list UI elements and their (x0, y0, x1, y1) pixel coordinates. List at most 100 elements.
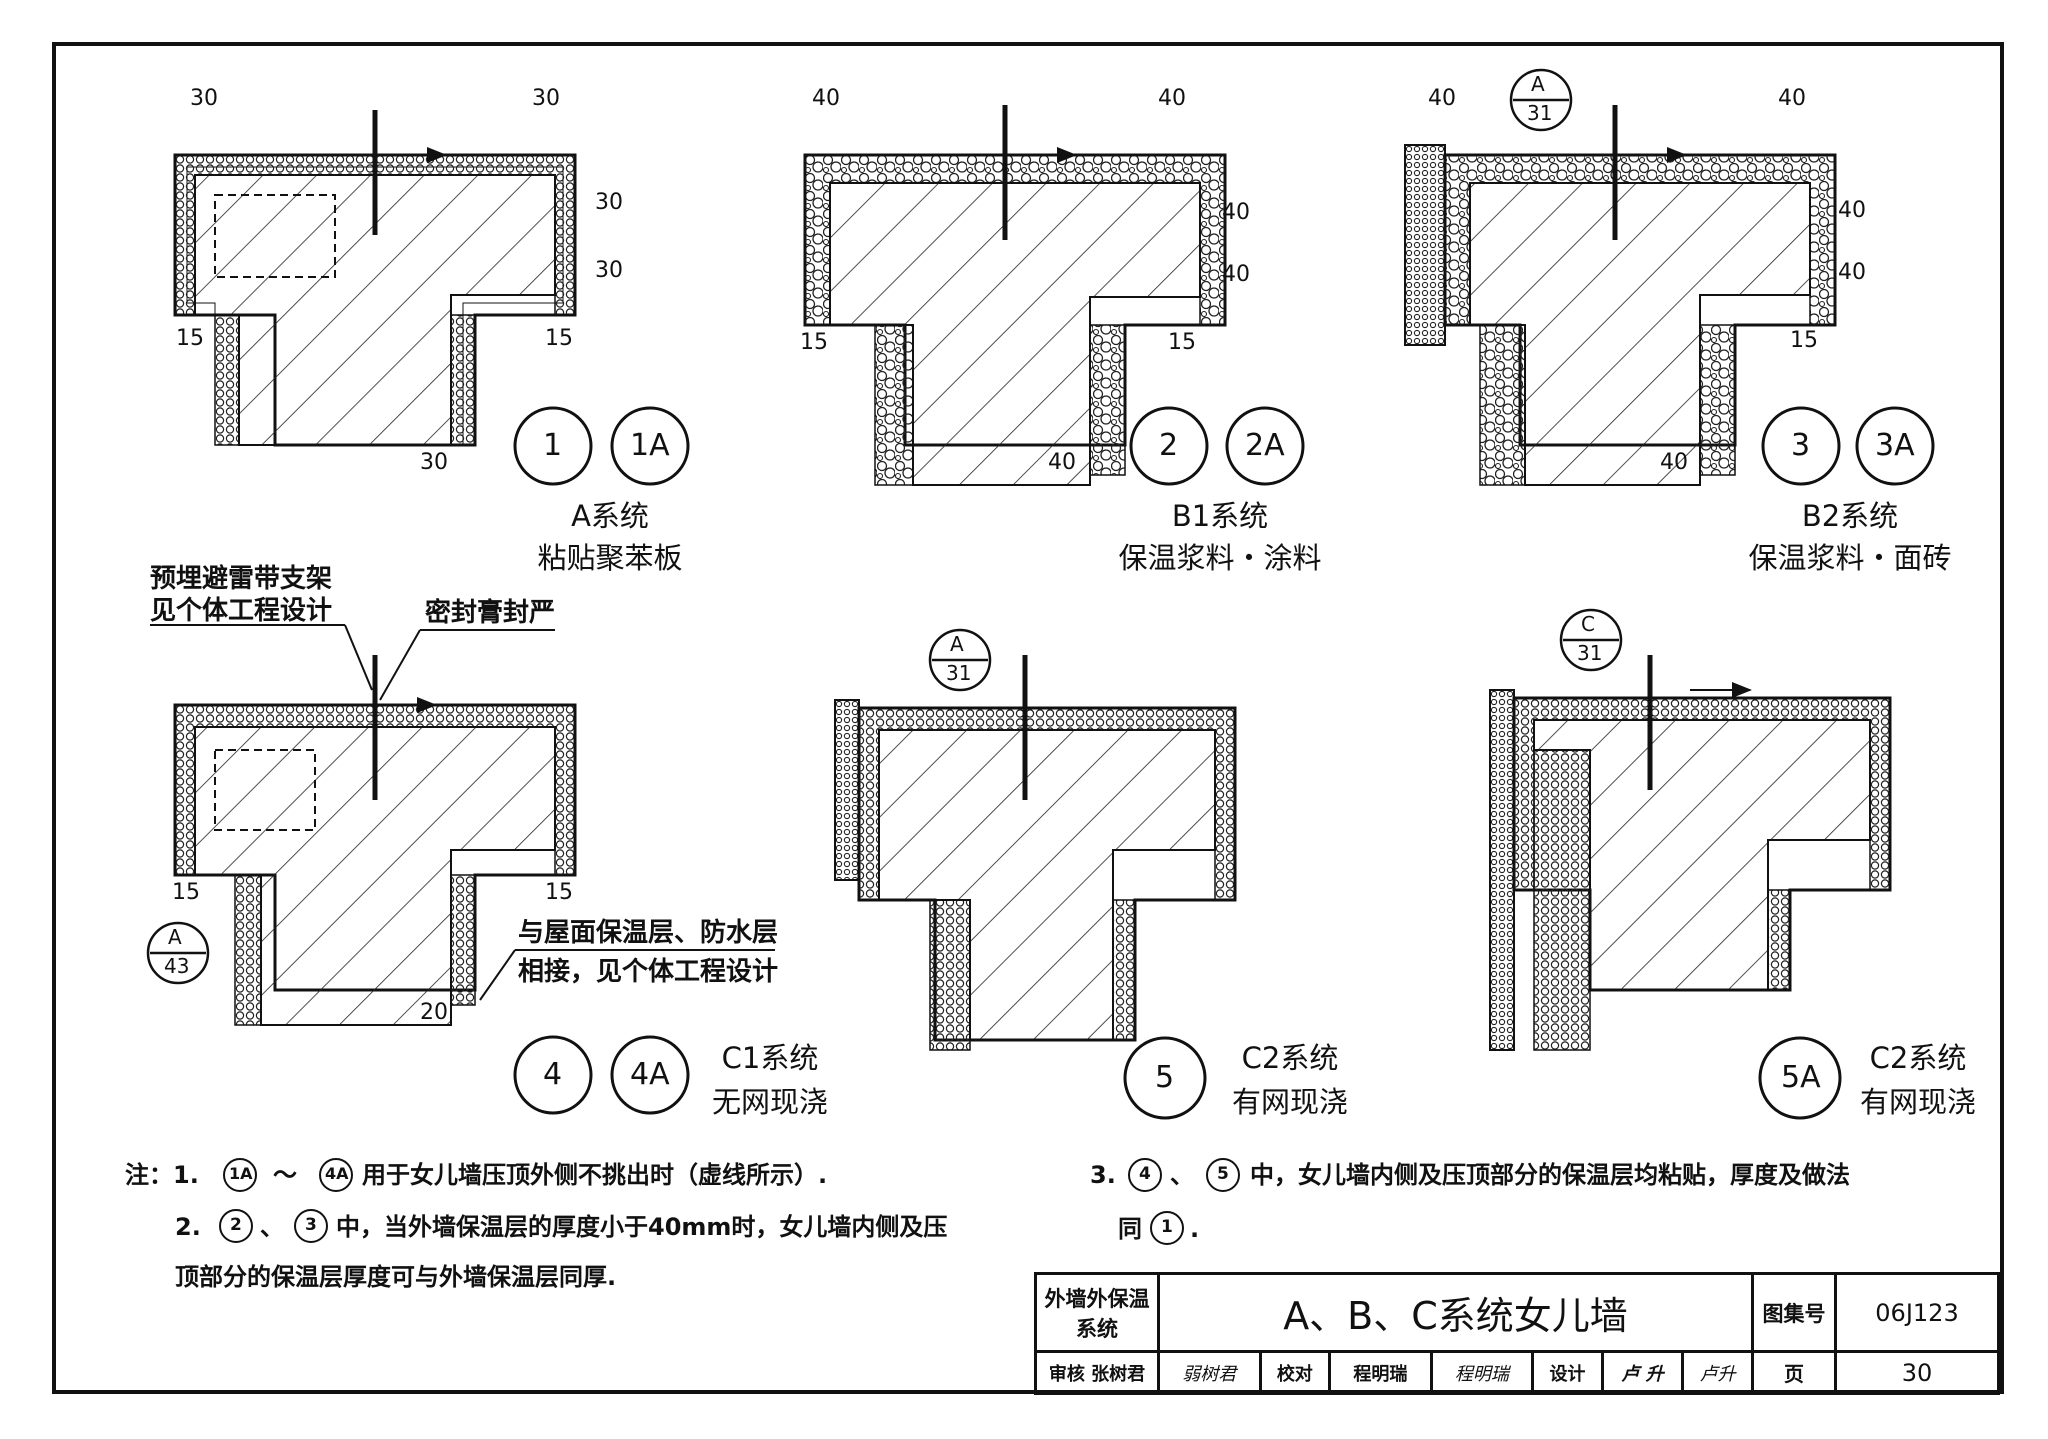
detail-description: 粘贴聚苯板 (537, 541, 683, 575)
dim-label: 40 (1838, 198, 1866, 223)
note-3-prefix: 3. (1090, 1161, 1116, 1189)
detail-number: 4 (543, 1057, 563, 1092)
note-ref-circles (219, 1158, 1240, 1245)
dim-label: 40 (1778, 86, 1806, 111)
detail-number: 1A (630, 428, 670, 463)
callout-roof-line-2: 相接，见个体工程设计 (518, 957, 779, 987)
detail-5-section (834, 655, 1237, 1051)
detail-system: B2系统 (1801, 499, 1899, 533)
detail-2-section (803, 105, 1227, 486)
reviewer-name: 张树君 (1091, 1363, 1146, 1385)
design-label: 设计 (1531, 1350, 1604, 1395)
dim-label: 15 (172, 880, 200, 905)
category-cell: 外墙外保温 系统 (1034, 1272, 1160, 1353)
review-label: 审核 (1048, 1363, 1085, 1385)
sheet-title: A、B、C系统女儿墙 (1157, 1272, 1754, 1353)
callout-sealant: 密封膏封严 (425, 598, 556, 628)
dim-label: 40 (1660, 450, 1688, 475)
callout-roof-line-1: 与屋面保温层、防水层 (518, 918, 779, 948)
note-2-prefix: 2. (175, 1213, 201, 1241)
detail-system: B1系统 (1171, 499, 1269, 533)
detail-number: 5A (1781, 1060, 1821, 1095)
drawing-frame (52, 42, 2004, 1394)
detail-number: 1 (543, 428, 563, 463)
detail-description: 有网现浇 (1859, 1085, 1976, 1119)
detail-system: A系统 (571, 499, 649, 533)
title-block: 外墙外保温 系统 A、B、C系统女儿墙 图集号 06J123 审核 张树君 弱树… (1034, 1272, 2000, 1395)
note-1-text: 用于女儿墙压顶外侧不挑出时（虚线所示）. (362, 1161, 828, 1189)
dim-label: 15 (1168, 330, 1196, 355)
dim-label: 40 (1048, 450, 1076, 475)
detail-system: C2系统 (1241, 1041, 1339, 1075)
ref-bottom: 43 (164, 954, 190, 978)
dim-label: 15 (1790, 328, 1818, 353)
note-2-cont: 顶部分的保温层厚度可与外墙保温层同厚. (175, 1263, 617, 1291)
detail-number: 4A (630, 1057, 670, 1092)
dim-label: 15 (176, 326, 204, 351)
note-sep: 、 (260, 1213, 284, 1241)
detail-number: 3A (1875, 428, 1915, 463)
detail-number: 2A (1245, 428, 1285, 463)
category-line-1: 外墙外保温 (1044, 1286, 1150, 1311)
detail-description: 保温浆料・涂料 (1118, 541, 1322, 575)
ref-bottom: 31 (1577, 641, 1603, 665)
review-cell: 审核 张树君 (1034, 1350, 1160, 1395)
checker-name: 程明瑞 (1328, 1350, 1433, 1395)
dim-label: 40 (1838, 260, 1866, 285)
dim-label: 30 (595, 258, 623, 283)
note-1-prefix: 注：1. (125, 1161, 199, 1189)
detail-description: 无网现浇 (711, 1085, 828, 1119)
ref-top: C (1581, 612, 1595, 636)
page-number: 30 (1834, 1350, 2000, 1395)
dim-label: 30 (595, 190, 623, 215)
page-label: 页 (1751, 1350, 1837, 1395)
designer-name: 卢 升 (1600, 1350, 1685, 1395)
detail-number: 3 (1791, 428, 1811, 463)
note-3-text: 中，女儿墙内侧及压顶部分的保温层均粘贴，厚度及做法 (1250, 1161, 1850, 1189)
ref-top: A (950, 632, 964, 656)
dim-label: 40 (1222, 200, 1250, 225)
detail-number: 5 (1155, 1060, 1175, 1095)
note-ref: 3 (305, 1215, 317, 1235)
note-2-text: 中，当外墙保温层的厚度小于40mm时，女儿墙内侧及压 (336, 1213, 948, 1241)
note-3-cont-pre: 同 (1118, 1215, 1142, 1243)
detail-system: C2系统 (1869, 1041, 1967, 1075)
category-line-2: 系统 (1076, 1316, 1118, 1341)
note-ref: 2 (230, 1215, 242, 1235)
detail-4-section (173, 655, 577, 1026)
dim-label: 40 (1222, 262, 1250, 287)
dim-label: 30 (532, 86, 560, 111)
callout-support-line-1: 预埋避雷带支架 (150, 564, 333, 594)
atlas-label: 图集号 (1751, 1272, 1837, 1353)
detail-1-section (173, 110, 577, 447)
dim-label: 15 (545, 326, 573, 351)
dim-label: 15 (545, 880, 573, 905)
note-ref: 5 (1217, 1164, 1229, 1184)
dim-label: 30 (420, 450, 448, 475)
note-ref: 4A (325, 1164, 349, 1183)
detail-5a-section (1489, 655, 1892, 1051)
reference-circles (146, 68, 1623, 985)
note-ref: 1A (229, 1164, 253, 1183)
detail-3-section (1404, 105, 1837, 486)
dim-label: 30 (190, 86, 218, 111)
dim-label: 40 (1158, 86, 1186, 111)
note-tilde: ～ (273, 1161, 297, 1189)
detail-system: C1系统 (721, 1041, 819, 1075)
dim-label: 40 (812, 86, 840, 111)
dim-label: 20 (420, 1000, 448, 1025)
dim-label: 15 (800, 330, 828, 355)
detail-description: 有网现浇 (1231, 1085, 1348, 1119)
ref-bottom: 31 (1527, 101, 1553, 125)
note-sep: 、 (1170, 1161, 1194, 1189)
detail-description: 保温浆料・面砖 (1748, 541, 1952, 575)
detail-number: 2 (1159, 428, 1179, 463)
atlas-number: 06J123 (1834, 1272, 2000, 1353)
checker-signature: 程明瑞 (1429, 1350, 1535, 1395)
callout-leaders (150, 624, 775, 1001)
reviewer-signature: 弱树君 (1157, 1350, 1262, 1395)
designer-signature: 卢升 (1681, 1350, 1754, 1395)
note-3-cont-post: . (1190, 1215, 1200, 1243)
note-ref: 4 (1139, 1164, 1151, 1184)
